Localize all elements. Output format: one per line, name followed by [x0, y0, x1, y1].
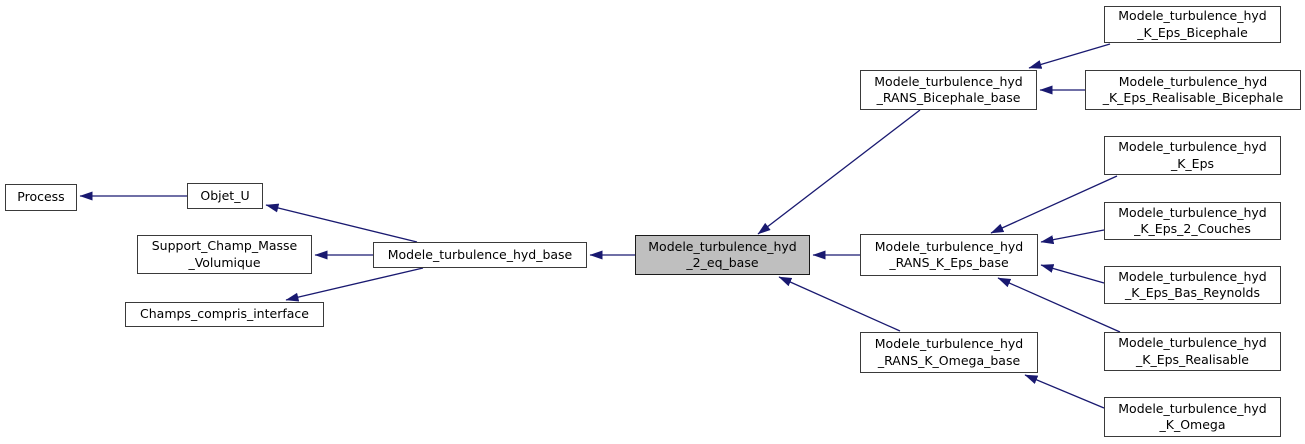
node-label-line: Modele_turbulence_hyd	[874, 73, 1023, 89]
node-label-line: Modele_turbulence_hyd	[1118, 139, 1267, 154]
node-label-line: Objet_U	[200, 187, 250, 203]
node-label-line: _K_Eps_Bas_Reynolds	[1125, 285, 1260, 300]
edge-ransbicephale-to-2eqbase	[757, 109, 921, 235]
node-label-line: _K_Eps_Realisable	[1136, 351, 1249, 367]
node-label-line: _K_Omega	[1159, 417, 1226, 432]
node-label-line: Champs_compris_interface	[140, 306, 309, 322]
edge-kepsrealisable-to-ranskeps	[997, 277, 1121, 333]
node-label-line: Modele_turbulence_hyd	[1118, 400, 1267, 416]
node-label-line: _K_Eps	[1170, 155, 1215, 171]
node-modele-turbulence-hyd-base[interactable]: Modele_turbulence_hyd_base	[373, 242, 587, 268]
node-label-line: Modele_turbulence_hyd_base	[387, 246, 573, 262]
node-k-eps-bicephale[interactable]: Modele_turbulence_hyd _K_Eps_Bicephale	[1104, 6, 1281, 43]
node-label-line: Modele_turbulence_hyd	[1118, 204, 1267, 220]
edge-ranskomega-to-2eqbase	[778, 276, 901, 332]
node-label-line: Modele_turbulence_hyd	[1118, 335, 1267, 350]
edge-kepsbasreynolds-to-ranskeps	[1040, 264, 1105, 284]
node-label-line: _RANS_Bicephale_base	[876, 90, 1021, 105]
edge-hydbase-to-objetu	[265, 203, 418, 243]
node-k-eps-2-couches[interactable]: Modele_turbulence_hyd _K_Eps_2_Couches	[1104, 202, 1281, 240]
node-support-champ-masse-volumique[interactable]: Support_Champ_Masse _Volumique	[137, 235, 312, 274]
node-k-eps-realisable[interactable]: Modele_turbulence_hyd _K_Eps_Realisable	[1104, 332, 1281, 371]
node-k-eps-bas-reynolds[interactable]: Modele_turbulence_hyd _K_Eps_Bas_Reynold…	[1104, 266, 1281, 304]
node-label-line: _K_Eps_Realisable_Bicephale	[1102, 90, 1284, 105]
node-label-line: _2_eq_base	[686, 255, 759, 270]
edge-kepsbicephale-to-ransbicephale	[1028, 43, 1111, 69]
edge-komega-to-ranskomega	[1024, 374, 1105, 409]
node-label-line: Modele_turbulence_hyd	[1118, 268, 1267, 284]
edge-keps2couches-to-ranskeps	[1040, 229, 1105, 245]
node-rans-k-omega-base[interactable]: Modele_turbulence_hyd _RANS_K_Omega_base	[860, 332, 1038, 373]
node-label-line: _K_Eps_2_Couches	[1134, 221, 1251, 236]
node-label-line: Modele_turbulence_hyd	[648, 238, 797, 254]
node-objet-u[interactable]: Objet_U	[187, 183, 263, 209]
node-label-line: Modele_turbulence_hyd	[1118, 73, 1268, 89]
node-rans-bicephale-base[interactable]: Modele_turbulence_hyd _RANS_Bicephale_ba…	[860, 70, 1037, 110]
node-label-line: _K_Eps_Bicephale	[1137, 24, 1248, 40]
node-label-line: Modele_turbulence_hyd	[874, 238, 1024, 254]
node-process[interactable]: Process	[5, 184, 77, 211]
node-label-line: Modele_turbulence_hyd	[1118, 8, 1267, 23]
node-label-line: _Volumique	[188, 254, 261, 270]
node-label-line: Process	[17, 189, 65, 205]
node-rans-k-eps-base[interactable]: Modele_turbulence_hyd _RANS_K_Eps_base	[860, 234, 1038, 276]
node-k-eps-realisable-bicephale[interactable]: Modele_turbulence_hyd _K_Eps_Realisable_…	[1085, 70, 1301, 110]
node-champs-compris-interface[interactable]: Champs_compris_interface	[125, 302, 324, 327]
node-k-omega[interactable]: Modele_turbulence_hyd _K_Omega	[1104, 397, 1281, 437]
edge-keps-to-ranskeps	[990, 175, 1118, 234]
node-k-eps[interactable]: Modele_turbulence_hyd _K_Eps	[1104, 136, 1281, 175]
node-label-line: Support_Champ_Masse	[151, 238, 298, 253]
node-label-line: _RANS_K_Eps_base	[889, 255, 1009, 270]
node-modele-turbulence-hyd-2-eq-base: Modele_turbulence_hyd _2_eq_base	[635, 235, 810, 275]
node-label-line: _RANS_K_Omega_base	[877, 352, 1021, 368]
edge-hydbase-to-champs	[285, 267, 424, 302]
node-label-line: Modele_turbulence_hyd	[874, 336, 1024, 351]
